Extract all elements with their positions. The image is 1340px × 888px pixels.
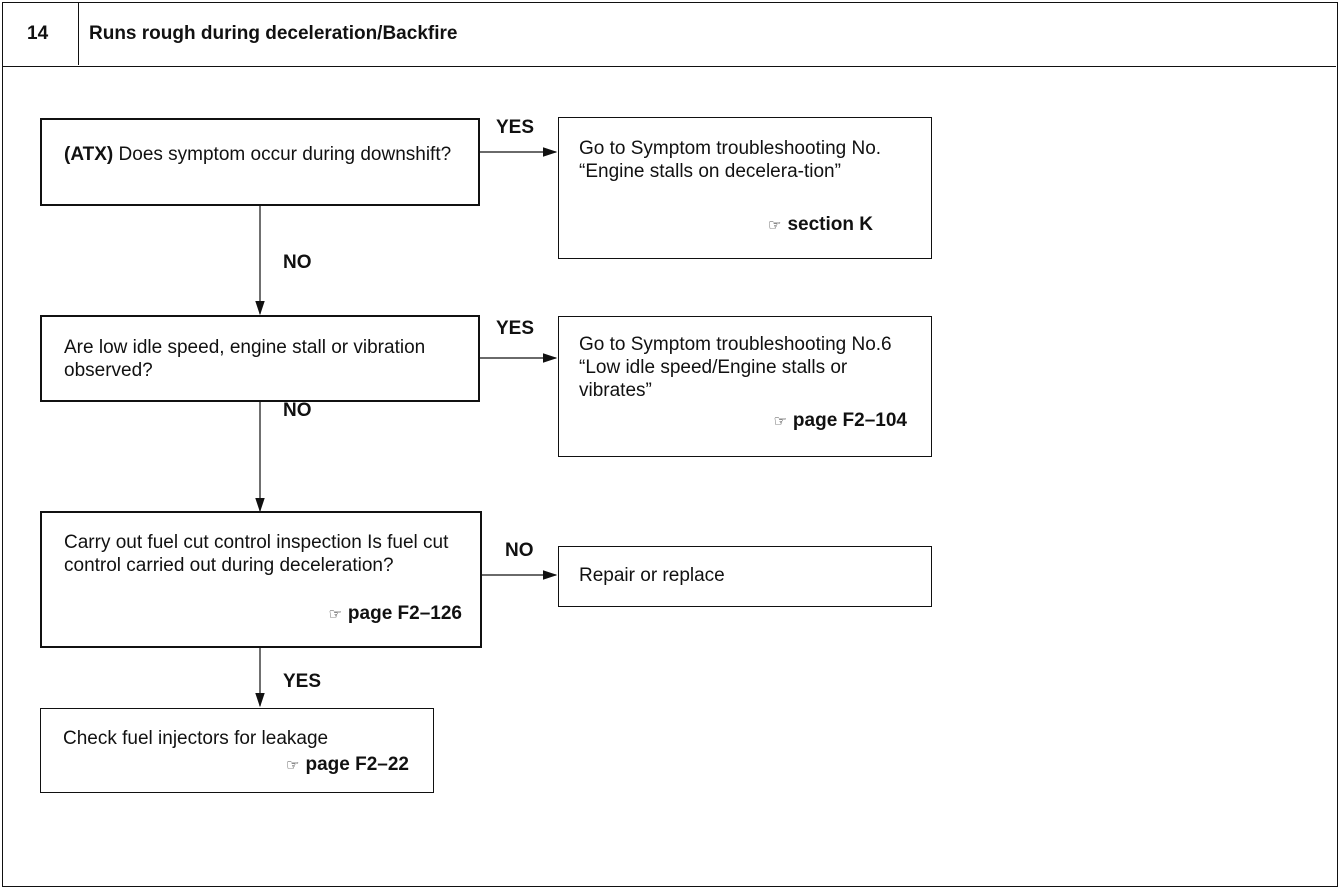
page-reference: ☞section K: [768, 214, 873, 235]
action-text: Check fuel injectors for leakage: [63, 728, 329, 749]
yes-label-3: YES: [283, 671, 322, 692]
action-box-3: Repair or replace: [558, 546, 932, 607]
final-action-box: Check fuel injectors for leakage ☞page F…: [40, 708, 434, 793]
question-box-1: (ATX) Does symptom occur during downshif…: [40, 118, 480, 206]
question-box-3: Carry out fuel cut control inspection Is…: [40, 511, 482, 648]
action-box-1: Go to Symptom troubleshooting No. “Engin…: [558, 117, 932, 259]
question-text: Does symptom occur during downshift?: [113, 144, 452, 165]
action-text: Repair or replace: [579, 565, 725, 586]
pointing-hand-icon: ☞: [328, 606, 342, 623]
question-box-2: Are low idle speed, engine stall or vibr…: [40, 315, 480, 402]
page-reference: ☞page F2–22: [286, 754, 409, 775]
pointing-hand-icon: ☞: [768, 217, 782, 234]
page-reference: ☞page F2–126: [328, 603, 462, 624]
question-prefix: (ATX): [64, 144, 114, 165]
yes-label-1: YES: [496, 117, 535, 138]
page-reference: ☞page F2–104: [773, 410, 907, 431]
question-text: Carry out fuel cut control inspection Is…: [64, 532, 449, 576]
no-label-2: NO: [283, 400, 312, 421]
question-text: Are low idle speed, engine stall or vibr…: [64, 337, 426, 381]
header: 14 Runs rough during deceleration/Backfi…: [3, 3, 1336, 67]
pointing-hand-icon: ☞: [286, 757, 300, 774]
procedure-title: Runs rough during deceleration/Backfire: [89, 23, 458, 44]
pointing-hand-icon: ☞: [773, 413, 787, 430]
yes-label-2: YES: [496, 318, 535, 339]
no-label-3: NO: [505, 540, 534, 561]
no-label-1: NO: [283, 252, 312, 273]
action-box-2: Go to Symptom troubleshooting No.6 “Low …: [558, 316, 932, 457]
action-text: Go to Symptom troubleshooting No.6 “Low …: [579, 334, 892, 401]
action-text: Go to Symptom troubleshooting No. “Engin…: [579, 138, 882, 182]
procedure-number: 14: [3, 3, 79, 65]
